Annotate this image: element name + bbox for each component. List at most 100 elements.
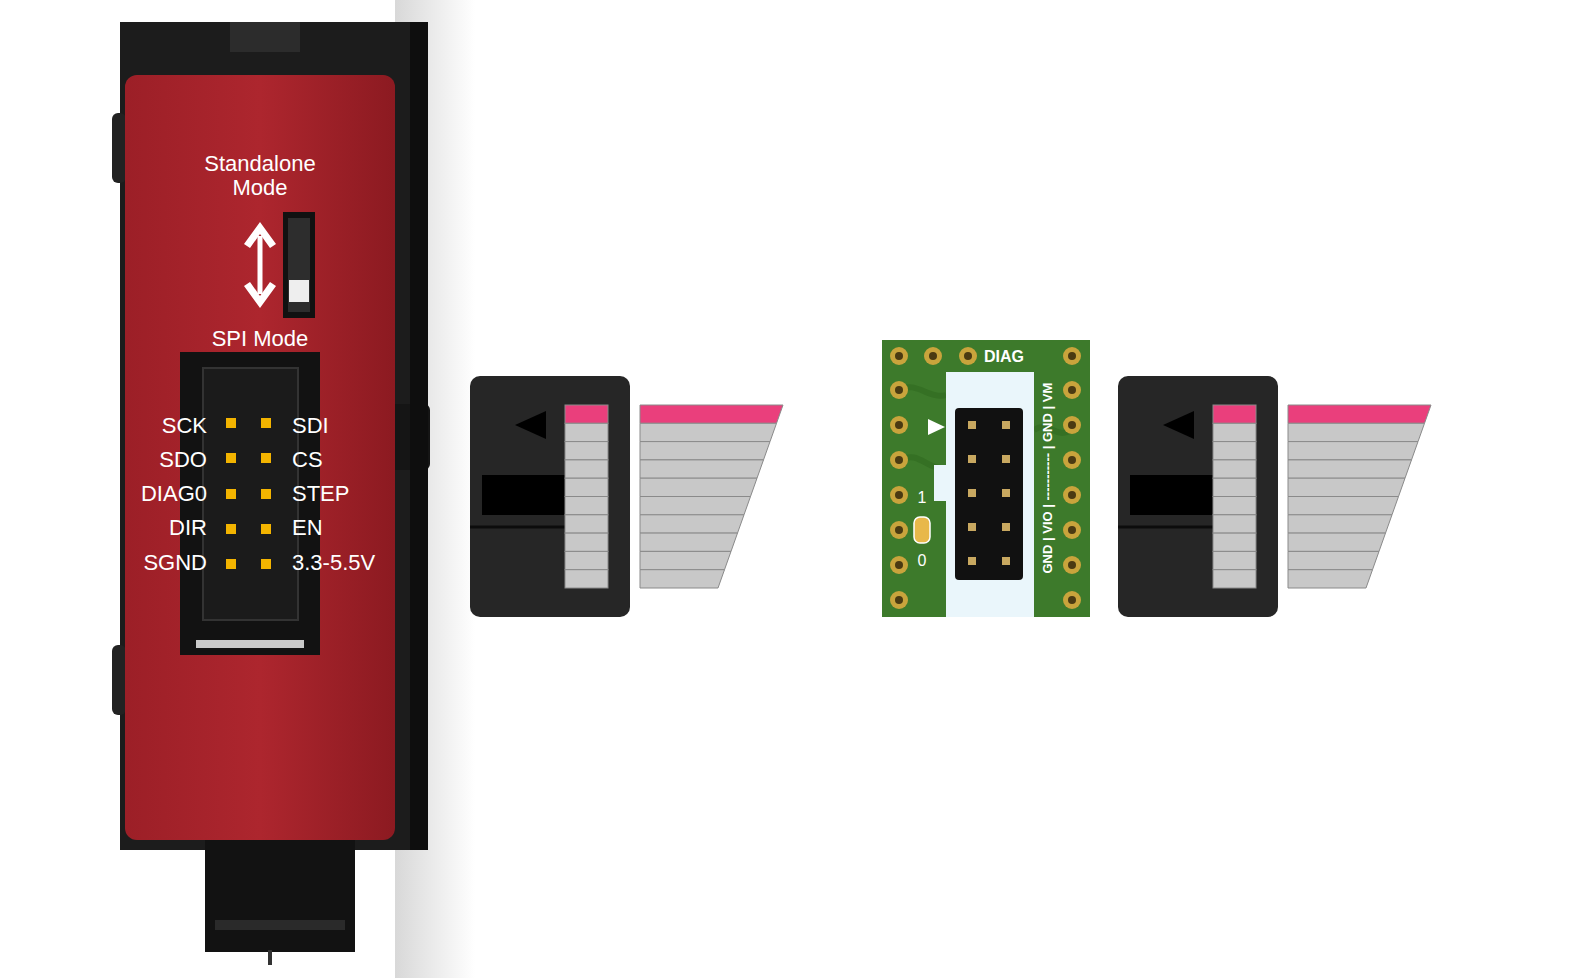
pin1-triangle: [928, 419, 945, 435]
mount-bracket: [120, 22, 428, 850]
pin-name: STEP: [292, 482, 349, 506]
header-pin: [1002, 455, 1010, 463]
wire-end: [1213, 533, 1256, 551]
solder-pad: [959, 347, 977, 365]
header-pin: [226, 418, 236, 428]
header-pin: [968, 489, 976, 497]
idc-seam: [470, 526, 565, 529]
jumper-resistor: [914, 517, 930, 543]
ribbon-wire: [640, 533, 738, 551]
ribbon-wire: [640, 442, 770, 460]
solder-pad: [890, 416, 908, 434]
adapter-board: DIAG10GND | VIO | ----------- | GND | VM: [882, 340, 1090, 617]
through-hole: [1068, 596, 1076, 604]
through-hole: [895, 561, 903, 569]
idc-key-slot: [1130, 475, 1214, 515]
pin-header: [955, 408, 1023, 580]
header-pin: [226, 489, 236, 499]
header-pin: [261, 418, 271, 428]
pin1-triangle: [515, 411, 546, 439]
switch-track: [288, 218, 310, 312]
through-hole: [1068, 421, 1076, 429]
node-text: Standalone Mode: [190, 152, 330, 200]
ribbon-wire: [1288, 570, 1373, 588]
header-pin: [1002, 421, 1010, 429]
header-pin: [1002, 557, 1010, 565]
switch-slider: [289, 280, 309, 302]
ribbon-wire: [1288, 405, 1431, 423]
through-hole: [1068, 526, 1076, 534]
through-hole: [929, 352, 937, 360]
arrow-head: [244, 222, 276, 248]
solder-pad: [890, 451, 908, 469]
ribbon-wire: [1288, 478, 1405, 496]
wire-end: [1213, 570, 1256, 588]
ribbon-wire: [1288, 533, 1386, 551]
header-pin: [226, 524, 236, 534]
ribbon-wire: [640, 478, 757, 496]
solder-pad: [1063, 347, 1081, 365]
header-pin: [226, 559, 236, 569]
wire-end: [565, 478, 608, 496]
node-text: DIAG: [984, 348, 1024, 366]
idc-connector: [470, 376, 630, 617]
solder-pad: [890, 486, 908, 504]
through-hole: [1068, 352, 1076, 360]
header-pin: [261, 453, 271, 463]
header-pin: [261, 524, 271, 534]
through-hole: [895, 386, 903, 394]
through-hole: [1068, 456, 1076, 464]
wire-end: [565, 570, 608, 588]
solder-pad: [890, 381, 908, 399]
silkscreen-notch: [934, 465, 946, 501]
node-text: GND | VIO | ----------- | GND | VM: [1041, 383, 1055, 574]
through-hole: [964, 352, 972, 360]
ribbon-wire: [640, 551, 731, 569]
arrow-shaft: [258, 236, 263, 294]
wire-end: [565, 423, 608, 441]
idc-seam: [1118, 526, 1213, 529]
pin-name: SCK: [162, 414, 207, 438]
wire-end: [1213, 515, 1256, 533]
ribbon-wire: [1288, 515, 1392, 533]
header-pin: [261, 559, 271, 569]
ribbon-wire: [640, 460, 764, 478]
wire-end: [1213, 405, 1256, 423]
pin1-triangle: [1163, 411, 1194, 439]
ribbon-wire: [1288, 423, 1425, 441]
wire-end: [565, 551, 608, 569]
pin-name: DIAG0: [141, 482, 207, 506]
pin-name: SDI: [292, 414, 329, 438]
ribbon-wire: [1288, 442, 1418, 460]
ribbon-wire: [640, 405, 783, 423]
solder-pad: [1063, 591, 1081, 609]
pin-name: SGND: [143, 551, 207, 575]
ribbon-wire: [1288, 460, 1412, 478]
through-hole: [1068, 561, 1076, 569]
through-hole: [895, 456, 903, 464]
ribbon-wire: [1288, 497, 1399, 515]
through-hole: [1068, 386, 1076, 394]
solder-pad: [890, 556, 908, 574]
ribbon-wire: [640, 497, 751, 515]
solder-pad: [890, 521, 908, 539]
wire-end: [565, 405, 608, 423]
pin-name: SDO: [159, 448, 207, 472]
cable: [268, 950, 272, 965]
through-hole: [1068, 491, 1076, 499]
connector-detail: [215, 920, 345, 930]
switch-housing: [283, 212, 315, 318]
solder-pad: [1063, 556, 1081, 574]
wire-end: [565, 442, 608, 460]
pin-name: EN: [292, 516, 323, 540]
wire-end: [1213, 442, 1256, 460]
header-pin: [968, 455, 976, 463]
wire-end: [1213, 460, 1256, 478]
bracket-edge: [410, 22, 428, 850]
wire-end: [1213, 478, 1256, 496]
solder-pad: [1063, 381, 1081, 399]
solder-pad: [890, 347, 908, 365]
ribbon-wire: [640, 570, 725, 588]
header-pin: [968, 557, 976, 565]
side-knob: [112, 645, 126, 715]
